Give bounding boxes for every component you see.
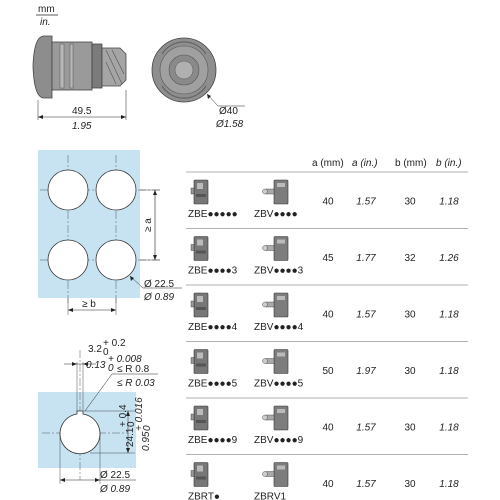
contact-block-zbe-icon bbox=[190, 405, 209, 431]
table-row: ZBE●●●●5 ZBV●●●●5 50 1.97 30 1.18 bbox=[186, 349, 468, 399]
hole-diameter-in: Ø 0.89 bbox=[143, 292, 174, 303]
contact-block-zbe-icon bbox=[190, 292, 209, 318]
cell-a-mm: 40 bbox=[322, 422, 334, 433]
side-view-drawing bbox=[32, 35, 127, 99]
notch-width-mm-tol-lower: 0 bbox=[103, 347, 109, 358]
contact-block-zbe-icon bbox=[190, 179, 209, 205]
dimension-table: a (mm) a (in.) b (mm) b (in.) bbox=[186, 158, 468, 173]
cell-b-mm: 30 bbox=[404, 479, 416, 490]
table-row: ZBE●●●●9 ZBV●●●●9 40 1.57 30 1.18 bbox=[186, 405, 468, 455]
cell-b-in: 1.18 bbox=[439, 366, 459, 377]
contact-block-zbe-icon bbox=[190, 349, 209, 374]
unit-mm: mm bbox=[38, 4, 55, 15]
zbe-reference: ZBE●●●●● bbox=[188, 209, 238, 220]
zbv-reference: ZBRV1 bbox=[254, 492, 286, 500]
cell-a-mm: 45 bbox=[322, 253, 334, 264]
cell-a-in: 1.57 bbox=[356, 479, 376, 490]
radius-in: ≤ R 0.03 bbox=[117, 378, 155, 389]
zbe-reference: ZBE●●●●3 bbox=[188, 266, 238, 277]
header-b-in: b (in.) bbox=[436, 158, 462, 169]
cell-b-mm: 30 bbox=[404, 309, 416, 320]
zbv-reference: ZBV●●●●3 bbox=[254, 266, 304, 277]
cell-b-in: 1.18 bbox=[439, 309, 459, 320]
front-diameter-in: Ø1.58 bbox=[215, 119, 244, 130]
cell-a-in: 1.57 bbox=[356, 422, 376, 433]
light-block-zbv-icon bbox=[262, 349, 289, 374]
cell-a-mm: 50 bbox=[322, 366, 334, 377]
unit-in: in. bbox=[40, 17, 51, 28]
header-a-mm: a (mm) bbox=[312, 158, 344, 169]
zbv-reference: ZBV●●●● bbox=[254, 209, 298, 220]
cell-a-mm: 40 bbox=[322, 196, 334, 207]
radius-mm: ≤ R 0.8 bbox=[117, 364, 150, 375]
notch-width-mm: 3.2 bbox=[88, 344, 102, 355]
light-block-zbv-icon bbox=[262, 179, 289, 205]
light-block-zbv-icon bbox=[262, 405, 289, 431]
table-row: ZBE●●●●4 ZBV●●●●4 40 1.57 30 1.18 bbox=[186, 292, 468, 342]
height-mm: 24.1 bbox=[125, 427, 136, 447]
hole-diameter-mm: Ø 22.5 bbox=[144, 279, 174, 290]
cell-b-in: 1.18 bbox=[439, 196, 459, 207]
zbe-reference: ZBE●●●●9 bbox=[188, 435, 238, 446]
cell-a-in: 1.57 bbox=[356, 196, 376, 207]
notch-width-mm-tol-upper: + 0.2 bbox=[103, 338, 126, 349]
cell-b-mm: 30 bbox=[404, 366, 416, 377]
zbv-reference: ZBV●●●●5 bbox=[254, 379, 304, 390]
light-block-zbv-icon bbox=[262, 236, 289, 261]
cell-a-in: 1.57 bbox=[356, 309, 376, 320]
table-row: ZBE●●●●● ZBV●●●● 40 1.57 30 1.18 bbox=[186, 179, 468, 229]
height-in-tol-upper: + 0.016 bbox=[134, 397, 145, 431]
hole-pattern-drawing bbox=[40, 155, 160, 305]
cell-a-in: 1.77 bbox=[356, 253, 376, 264]
notch-width-in-tol-lower: 0 bbox=[108, 363, 114, 374]
zbe-reference: ZBE●●●●4 bbox=[188, 322, 238, 333]
detail-hole-diameter-in: Ø 0.89 bbox=[99, 484, 130, 495]
zbe-reference: ZBRT● bbox=[188, 492, 220, 500]
side-length-in: 1.95 bbox=[72, 121, 92, 132]
zbv-reference: ZBV●●●●4 bbox=[254, 322, 304, 333]
light-block-zbv-icon bbox=[262, 292, 289, 318]
notch-width-in: 0.13 bbox=[86, 360, 106, 371]
cell-b-in: 1.18 bbox=[439, 422, 459, 433]
front-view-drawing bbox=[151, 37, 217, 103]
cell-a-in: 1.97 bbox=[356, 366, 376, 377]
contact-block-zbe-icon bbox=[190, 236, 209, 261]
detail-hole-drawing bbox=[42, 350, 128, 480]
cell-b-mm: 30 bbox=[404, 196, 416, 207]
cell-b-in: 1.26 bbox=[439, 253, 459, 264]
side-length-mm: 49.5 bbox=[72, 106, 92, 117]
zbe-reference: ZBE●●●●5 bbox=[188, 379, 238, 390]
hole-b-label: ≥ b bbox=[82, 299, 96, 310]
height-in-tol-lower: 0 bbox=[142, 425, 153, 431]
height-mm-tol-upper: + 0.4 bbox=[118, 404, 129, 427]
hole-a-label: ≥ a bbox=[143, 218, 154, 232]
header-b-mm: b (mm) bbox=[395, 158, 427, 169]
light-block-zbv-icon bbox=[262, 462, 289, 487]
front-diameter-mm: Ø40 bbox=[219, 106, 238, 117]
cell-b-mm: 32 bbox=[404, 253, 416, 264]
cell-a-mm: 40 bbox=[322, 479, 334, 490]
cell-a-mm: 40 bbox=[322, 309, 334, 320]
detail-hole-diameter-mm: Ø 22.5 bbox=[100, 470, 130, 481]
contact-block-zbe-icon bbox=[190, 462, 209, 487]
cell-b-in: 1.18 bbox=[439, 479, 459, 490]
table-row: ZBE●●●●3 ZBV●●●●3 45 1.77 32 1.26 bbox=[186, 236, 468, 286]
table-row: ZBRT● ZBRV1 40 1.57 30 1.18 bbox=[188, 462, 459, 500]
cell-b-mm: 30 bbox=[404, 422, 416, 433]
zbv-reference: ZBV●●●●9 bbox=[254, 435, 304, 446]
height-in: 0.95 bbox=[141, 431, 152, 451]
notch-width-in-tol-upper: + 0.008 bbox=[108, 354, 142, 365]
header-a-in: a (in.) bbox=[352, 158, 378, 169]
height-mm-tol-lower: 0 bbox=[126, 421, 137, 427]
